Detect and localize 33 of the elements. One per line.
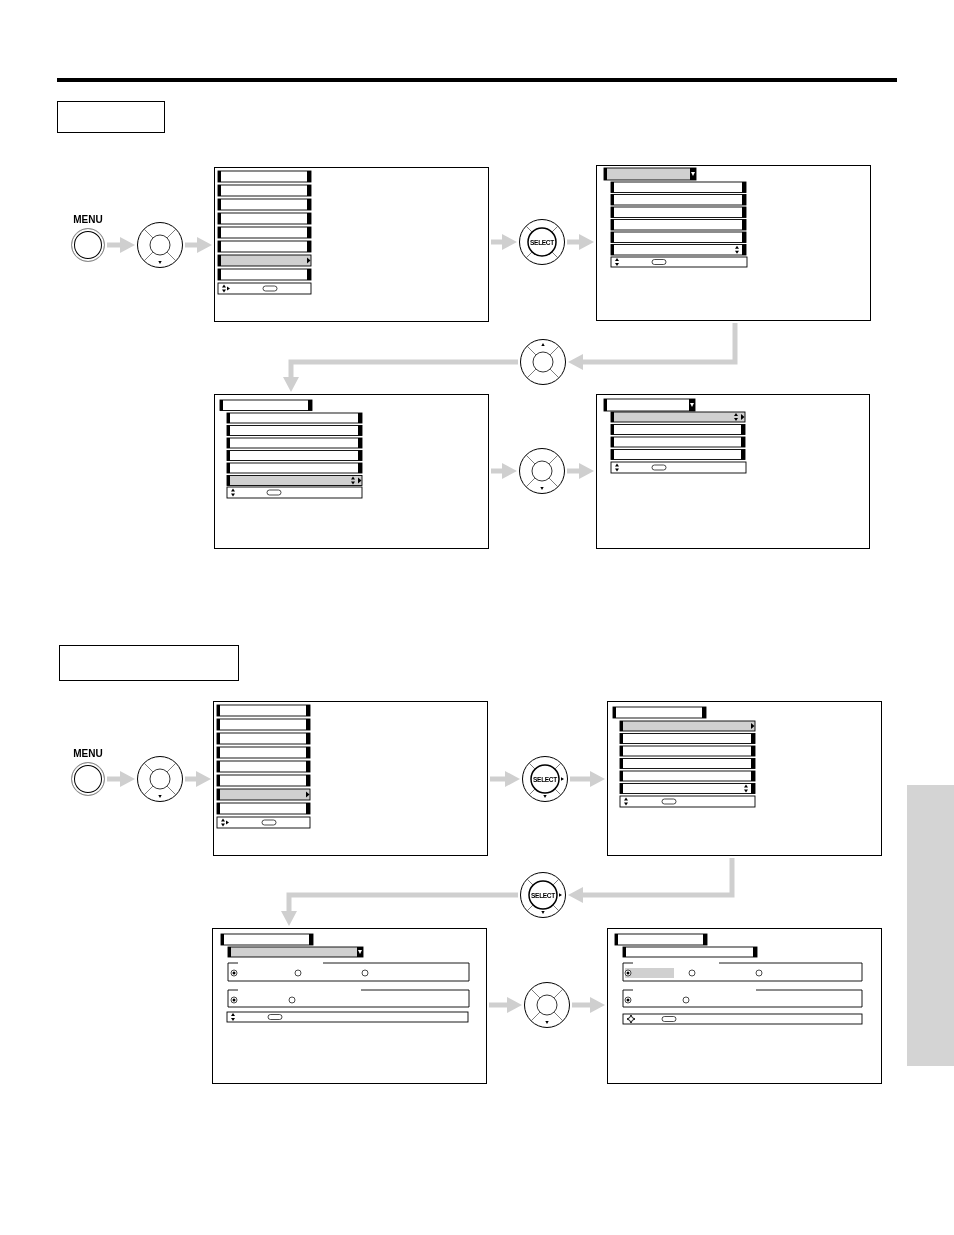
direction-pad-button [137,756,183,802]
flow-arrow [281,892,518,926]
flow-arrow [107,771,135,787]
direction-pad-button [522,756,568,802]
direction-pad-button [524,982,570,1028]
flow-arrow [568,323,738,370]
flow-arrow [489,997,522,1013]
flow-arrow [568,858,735,903]
direction-pad-button [520,872,566,918]
side-tab [907,785,954,1066]
direction-pad-button [137,222,183,268]
flow-arrow [185,237,212,253]
tv-screen [214,167,489,322]
flow-arrow [283,359,518,392]
flow-arrow [567,463,594,479]
tv-screen [596,165,871,321]
flow-arrow [490,771,520,787]
button-label: MENU [73,214,103,226]
heading-frame [59,645,239,681]
flow-arrow [491,234,517,250]
direction-pad-button [519,219,565,265]
flow-arrow [491,463,517,479]
heading-frame [57,101,165,133]
flow-arrow [570,771,605,787]
button-label: MENU [73,748,103,760]
tv-screen [213,701,488,856]
flow-arrow [185,771,211,787]
direction-pad-button [520,339,566,385]
flow-arrow [107,237,135,253]
direction-pad-button [519,448,565,494]
flow-arrow [572,997,605,1013]
tv-screen [596,394,870,549]
flow-arrow [567,234,594,250]
